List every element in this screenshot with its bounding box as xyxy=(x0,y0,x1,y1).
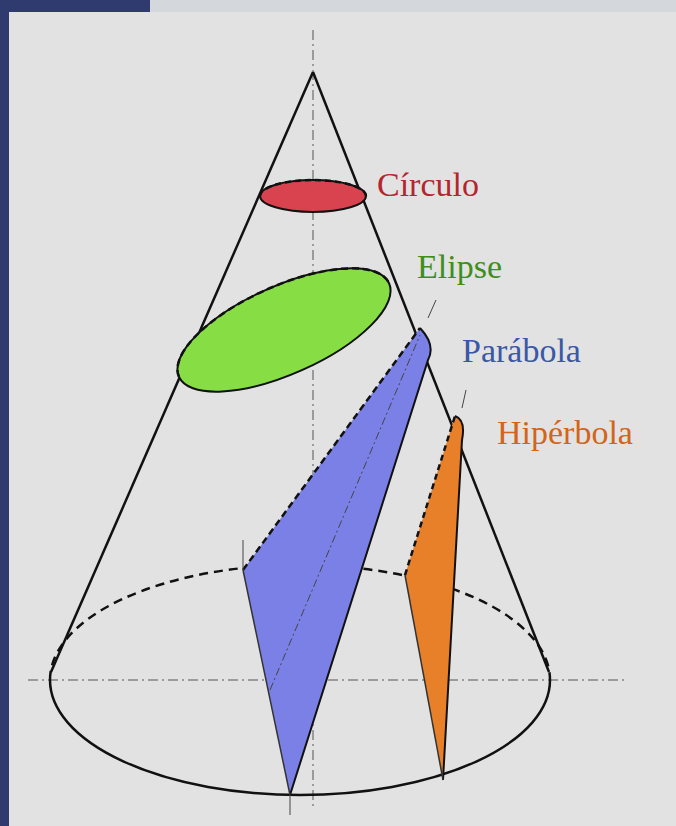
parabola-edge xyxy=(243,328,420,570)
section-label: Parábola xyxy=(462,332,581,369)
top-bar xyxy=(150,0,676,12)
parabola-mark xyxy=(243,540,244,570)
section-label: Hipérbola xyxy=(497,414,633,451)
parabola-section xyxy=(243,328,431,795)
corner-bar xyxy=(0,0,150,12)
circle-back xyxy=(260,180,366,196)
parabola-mark xyxy=(428,300,436,318)
hyperbola-edge xyxy=(405,575,443,780)
hyperbola-edge xyxy=(405,416,455,575)
parabola-axis xyxy=(270,335,420,690)
circle-section xyxy=(260,180,366,212)
hyperbola-mark xyxy=(462,390,466,408)
hyperbola-edge xyxy=(443,416,463,780)
ellipse-section xyxy=(161,243,407,417)
base-axis xyxy=(28,680,628,681)
section-label: Elipse xyxy=(417,248,502,285)
ellipse-back xyxy=(161,243,389,377)
parabola-edge xyxy=(243,570,290,795)
section-label: Círculo xyxy=(377,166,479,203)
hyperbola-section xyxy=(405,416,463,780)
side-bar xyxy=(0,0,9,826)
axis-mark xyxy=(290,795,291,815)
